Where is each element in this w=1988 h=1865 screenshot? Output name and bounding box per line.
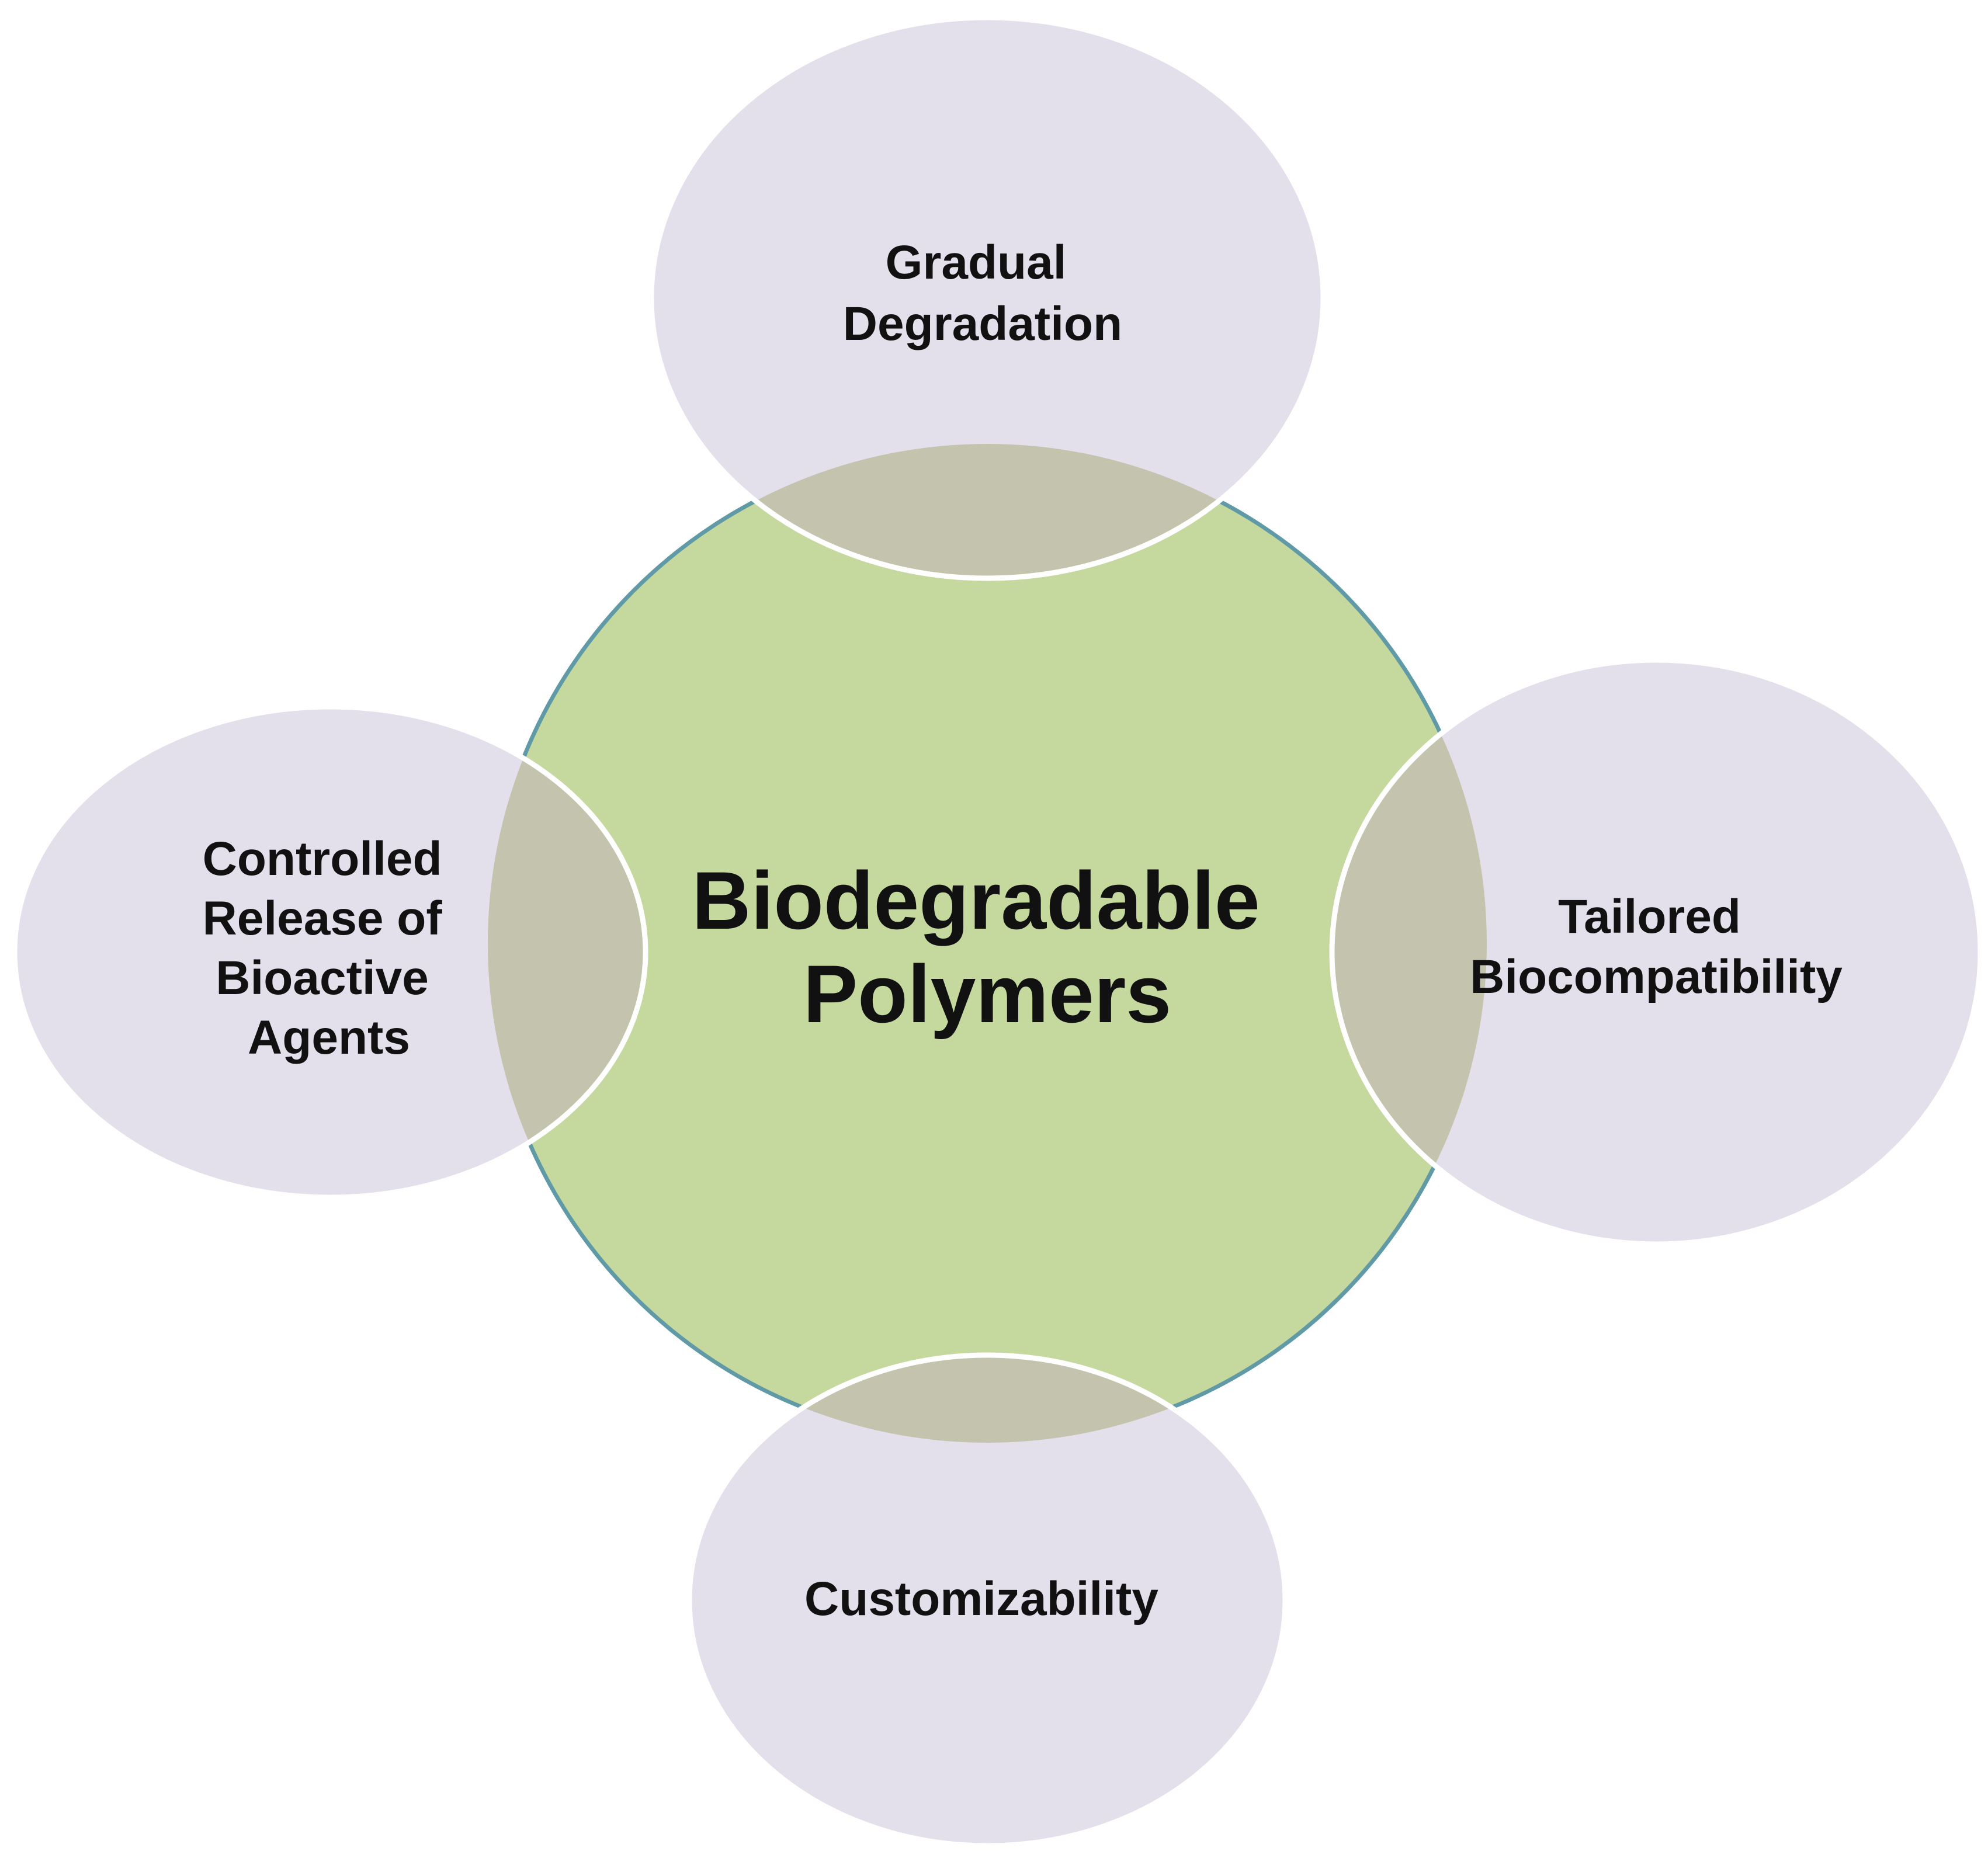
satellite-right-outline bbox=[1329, 657, 1983, 1247]
top-satellite-label-line-2: Degradation bbox=[843, 297, 1122, 350]
left-satellite-label: Controlled Release of Bioactive Agents bbox=[203, 832, 456, 1064]
satellite-top-outline bbox=[648, 15, 1326, 581]
satellite-bottom-ellipse bbox=[689, 1355, 1285, 1846]
center-label-line-1: Biodegradable bbox=[692, 855, 1260, 946]
satellite-right-ellipse bbox=[1332, 660, 1980, 1244]
right-satellite-label-line-2: Biocompatibility bbox=[1470, 950, 1843, 1003]
top-satellite-label-line-1: Gradual bbox=[886, 236, 1067, 289]
satellite-bottom-outline bbox=[686, 1352, 1288, 1849]
left-satellite-label-line-1: Controlled bbox=[203, 832, 442, 885]
satellite-left-ellipse bbox=[15, 707, 646, 1197]
left-satellite-label-line-2: Release of bbox=[203, 892, 443, 945]
bottom-satellite-label: Customizability bbox=[804, 1572, 1158, 1626]
top-satellite-label: Gradual Degradation bbox=[843, 236, 1122, 350]
center-label-line-2: Polymers bbox=[803, 948, 1171, 1040]
satellite-top-ellipse bbox=[651, 18, 1323, 578]
left-satellite-label-line-3: Bioactive bbox=[216, 951, 429, 1005]
right-satellite-label: Tailored Biocompatibility bbox=[1470, 890, 1843, 1003]
left-satellite-label-line-4: Agents bbox=[248, 1011, 410, 1064]
satellite-left-outline bbox=[12, 704, 648, 1200]
right-satellite-label-line-1: Tailored bbox=[1558, 890, 1741, 943]
center-label: Biodegradable Polymers bbox=[692, 855, 1282, 1040]
bottom-satellite-label-line-1: Customizability bbox=[804, 1572, 1158, 1626]
satellite-outlines bbox=[12, 15, 1983, 1849]
